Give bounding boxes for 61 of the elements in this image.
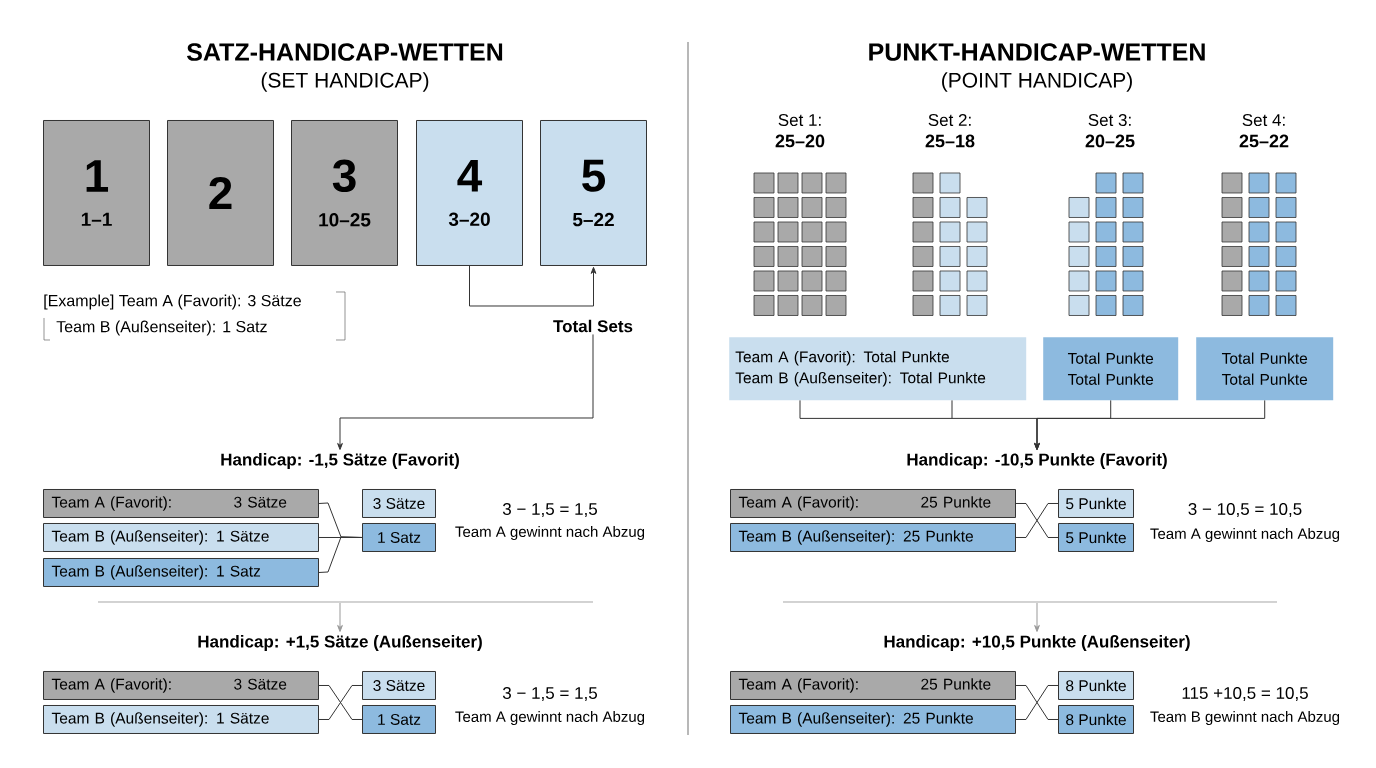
bold-heading: Handicap: +10,5 Punkte (Außenseiter) (884, 635, 1190, 651)
set-card: 5 5–22 (540, 120, 647, 266)
total-box: Total Punkte Total Punkte (1043, 337, 1179, 401)
connector (337, 333, 594, 450)
bold-heading: Handicap: +1,5 Sätze (Außenseiter) (198, 635, 482, 651)
set-label: Set 3: (1088, 114, 1131, 126)
result-note: Team A gewinnt nach Abzug (1150, 528, 1340, 542)
set-card: 2 (167, 120, 274, 266)
set-label: Set 4: (1242, 114, 1285, 126)
example-note: Team B (Außenseiter): 1 Satz (56, 320, 267, 336)
result-box: 3 Sätze (362, 671, 436, 700)
merging-connector (799, 399, 1266, 450)
set-card: 3 10–25 (291, 120, 398, 266)
result-box: 5 Punkte (1058, 489, 1134, 518)
result-box: 8 Punkte (1058, 705, 1134, 734)
total-box: Total Punkte Total Punkte (1196, 337, 1334, 401)
set-label: Set 1: (778, 114, 821, 126)
result-box: 3 Sätze (362, 489, 436, 518)
score-row: Team A (Favorit): 25 Punkte (730, 671, 1016, 700)
result-note: Team B gewinnt nach Abzug (1150, 711, 1340, 725)
connector (1034, 602, 1040, 632)
section-subtitle: (SET HANDICAP) (261, 72, 429, 92)
set-card: 4 3–20 (416, 120, 523, 266)
score-row: Team B (Außenseiter): 1 Sätze (43, 705, 319, 734)
crossing-connector (1015, 503, 1059, 538)
result-note: Team A gewinnt nach Abzug (455, 526, 645, 540)
section-subtitle: (POINT HANDICAP) (942, 72, 1132, 92)
set-score: 25–18 (925, 134, 975, 148)
score-row: Team A (Favorit): 3 Sätze (43, 671, 319, 700)
crossing-connector (318, 685, 363, 720)
score-row: Team B (Außenseiter): 25 Punkte (730, 705, 1016, 734)
example-note: [Example] Team A (Favorit): 3 Sätze (44, 294, 301, 310)
bold-heading: Handicap: -10,5 Punkte (Favorit) (907, 453, 1167, 469)
result-box: 1 Satz (362, 705, 436, 734)
score-row: Team B (Außenseiter): 1 Sätze (43, 523, 319, 552)
score-row: Team B (Außenseiter): 25 Punkte (730, 523, 1016, 552)
connector (469, 265, 597, 307)
set-score: 20–25 (1085, 134, 1135, 148)
section-title: SATZ-HANDICAP-WETTEN (186, 43, 503, 61)
set-label: Set 2: (928, 114, 971, 126)
result-box: 8 Punkte (1058, 671, 1134, 700)
equation: 3 − 10,5 = 10,5 (1188, 502, 1302, 517)
crossing-connector (1015, 685, 1059, 720)
connector (318, 536, 363, 573)
equation: 3 − 1,5 = 1,5 (502, 686, 597, 701)
total-box: Team A (Favorit): Total Punkte Team B (Außenseiter): Total Punkte (729, 337, 1027, 401)
set-score: 25–20 (775, 134, 825, 148)
section-title: PUNKT-HANDICAP-WETTEN (869, 43, 1205, 61)
score-row: Team A (Favorit): 3 Sätze (43, 489, 319, 518)
score-row: Team A (Favorit): 25 Punkte (730, 489, 1016, 518)
equation: 115 +10,5 = 10,5 (1182, 686, 1308, 701)
set-card: 1 1–1 (43, 120, 150, 266)
result-box: 5 Punkte (1058, 523, 1134, 552)
result-note: Team A gewinnt nach Abzug (455, 711, 645, 725)
result-box: 1 Satz (362, 523, 436, 552)
equation: 3 − 1,5 = 1,5 (502, 502, 597, 517)
set-score: 25–22 (1239, 134, 1289, 148)
score-row: Team B (Außenseiter): 1 Satz (43, 558, 319, 587)
bold-heading: Total Sets (553, 319, 633, 333)
connector (337, 602, 343, 632)
bold-heading: Handicap: -1,5 Sätze (Favorit) (221, 453, 459, 469)
